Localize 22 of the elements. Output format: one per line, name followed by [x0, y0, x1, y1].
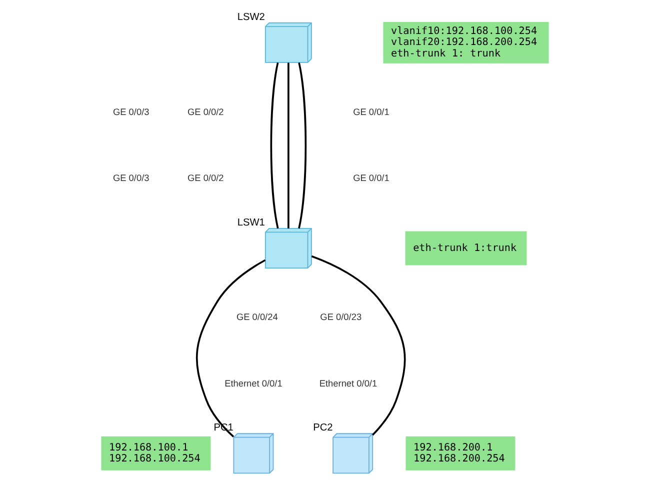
label: GE 0/0/3 [112, 173, 150, 184]
node-label: LSW1 [237, 218, 265, 229]
node-label: LSW2 [237, 12, 265, 23]
connector [298, 62, 307, 229]
connector [196, 259, 266, 438]
label: GE 0/0/2 [188, 106, 224, 117]
label: GE 0/0/1 [353, 106, 390, 117]
connector [311, 255, 406, 436]
label: GE 0/0/24 [236, 312, 278, 322]
label: GE 0/0/2 [188, 173, 224, 184]
connector [288, 62, 290, 228]
node-box: 192.168.100.1 192.168.100.254 [101, 436, 211, 470]
label: Ethernet 0/0/1 [224, 378, 282, 388]
node-box: vlanif10:192.168.100.254 vlanif20:192.168.200.254 eth-trunk 1: trunk [383, 22, 549, 64]
label: GE 0/0/23 [320, 312, 362, 322]
label: GE 0/0/3 [112, 106, 150, 117]
node-box: eth-trunk 1:trunk [405, 231, 527, 266]
connector [270, 62, 279, 229]
node-box: 192.168.200.1 192.168.200.254 [406, 436, 516, 470]
label: Ethernet 0/0/1 [319, 378, 378, 388]
label: GE 0/0/1 [353, 173, 390, 184]
node-label: PC2 [313, 422, 333, 434]
